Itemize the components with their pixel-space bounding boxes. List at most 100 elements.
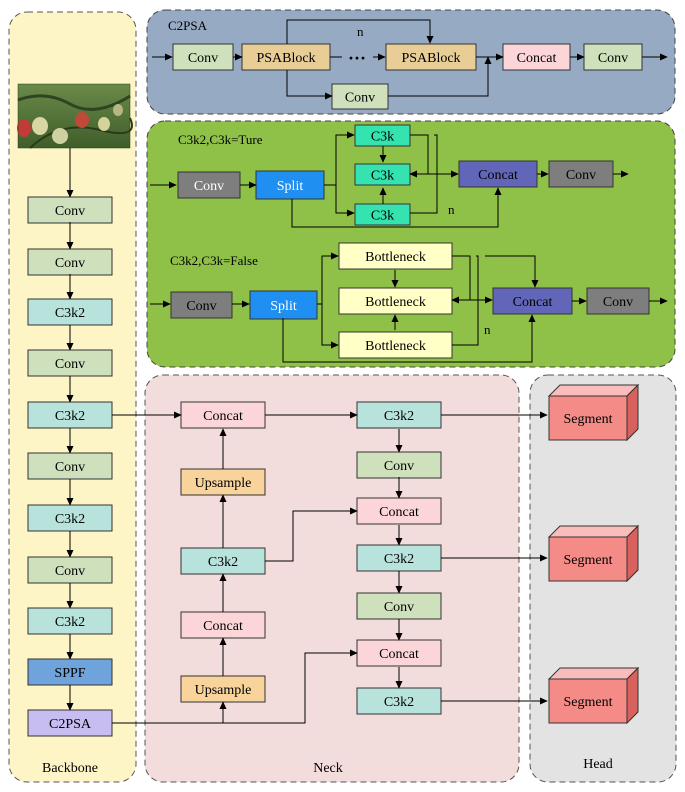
c3k2-true-c3k-3-label: C3k [371,209,394,224]
c3k2-true-title: C3k2,C3k=Ture [178,132,263,147]
neck-right-conv-block: Conv [356,592,442,620]
c2psa-ellipsis: ··· [348,48,366,68]
neck-right-c3k2-block: C3k2 [356,544,442,572]
neck-left-concat-block: Concat [180,401,266,429]
neck-right-conv-block-label: Conv [384,459,414,474]
neck-left-concat-block-label: Concat [203,619,243,634]
c3k2-true-repeat-label: n [448,202,455,217]
c3k2-false-conv-out-block-label: Conv [603,295,633,310]
c3k2-false-bottleneck-1-label: Bottleneck [365,250,426,265]
neck-left-upsample-block: Upsample [180,675,266,703]
neck-right-concat-block-label: Concat [379,505,419,520]
head-segment-block: Segment [547,524,640,583]
head-label: Head [583,757,613,772]
backbone-conv-block: Conv [27,452,113,480]
backbone-conv-block: Conv [27,196,113,224]
neck-panel [144,374,520,783]
c3k2-true-conv-out-block-label: Conv [566,168,596,183]
backbone-sppf-block: SPPF [27,658,113,686]
c3k2-true-conv-block-label: Conv [194,179,224,194]
c3k2-true-conv-block: Conv [177,171,241,199]
backbone-conv-block-label: Conv [55,564,85,579]
backbone-c3k2-block-label: C3k2 [55,615,85,630]
neck-right-c3k2-block: C3k2 [356,401,442,429]
neck-right-conv-block-label: Conv [384,600,414,615]
neck-right-c3k2-block: C3k2 [356,687,442,715]
neck-right-c3k2-block-label: C3k2 [384,695,414,710]
c2psa-arrows [152,19,668,100]
c3k2-false-arrows [150,252,668,363]
head-segment-block: Segment [547,383,640,442]
c3k2-true-split-block-label: Split [277,179,304,194]
backbone-c3k2-block-label: C3k2 [55,512,85,527]
backbone-sppf-block-label: SPPF [54,666,85,681]
c3k2-false-conv-out-block: Conv [586,287,650,315]
backbone-conv-block: Conv [27,248,113,276]
c3k2-true-concat-block-label: Concat [478,168,518,183]
neck-left-concat-block: Concat [180,611,266,639]
neck-right-concat-block: Concat [356,639,442,667]
c2psa-concat-block: Concat [502,43,571,71]
c3k2-false-concat-block: Concat [492,287,573,315]
c3k2-false-bottleneck-1: Bottleneck [338,242,453,270]
backbone-c3k2-block-label: C3k2 [55,409,85,424]
c3k2-true-c3k-1: C3k [354,124,411,147]
backbone-c3k2-block: C3k2 [27,607,113,635]
c2psa-title: C2PSA [168,18,208,33]
neck-right-concat-block-label: Concat [379,647,419,662]
backbone-c2psa-block-label: C2PSA [49,717,92,732]
c3k2-false-conv-block-label: Conv [186,299,216,314]
c3k2-false-bottleneck-2: Bottleneck [338,287,453,315]
c3k2-true-c3k-2: C3k [354,163,411,186]
backbone-c3k2-block: C3k2 [27,298,113,326]
c3k2-true-conv-out-block: Conv [548,160,614,188]
backbone-conv-block-label: Conv [55,256,85,271]
neck-arrows [112,411,548,724]
head-segment-label: Segment [564,553,613,568]
backbone-conv-block: Conv [27,556,113,584]
c2psa-concat-block-label: Concat [517,51,557,66]
c3k2-false-bottleneck-3-label: Bottleneck [365,339,426,354]
backbone-column: ConvConvC3k2ConvC3k2ConvC3k2ConvC3k2SPPF… [27,196,113,737]
backbone-c3k2-block: C3k2 [27,504,113,532]
neck-right-c3k2-block-label: C3k2 [384,552,414,567]
c3k2-false-split-block: Split [249,290,318,320]
c3k2-true-split-block: Split [255,170,325,200]
c3k2-false-split-block-label: Split [270,299,297,314]
c3k2-true-c3k-3: C3k [354,203,411,226]
c3k2-false-bottleneck-2-label: Bottleneck [365,295,426,310]
fruit-photo-icon [17,83,133,149]
c2psa-psablock-1: PSABlock [241,43,331,71]
backbone-conv-block-label: Conv [55,204,85,219]
backbone-c2psa-block: C2PSA [27,709,113,737]
head-segment-label: Segment [564,695,613,710]
neck-left-concat-block-label: Concat [203,409,243,424]
c3k2-false-title: C3k2,C3k=False [170,253,258,268]
head-segment-block: Segment [547,666,640,725]
c2psa-repeat-label: n [357,24,364,39]
head-segment-label: Segment [564,412,613,427]
neck-left-upsample-block: Upsample [180,468,266,496]
c3k2-false-repeat-label: n [484,322,491,337]
neck-left-c3k2-block-label: C3k2 [208,555,238,570]
backbone-c3k2-block: C3k2 [27,401,113,429]
c2psa-conv-in-block: Conv [172,43,234,71]
neck-right-concat-block: Concat [356,497,442,525]
c3k2-true-concat-block: Concat [458,160,538,188]
neck-label: Neck [313,761,343,776]
c2psa-psablock-2: PSABlock [385,43,477,71]
c2psa-conv-in-block-label: Conv [188,51,218,66]
neck-right-conv-block: Conv [356,451,442,479]
backbone-label: Backbone [42,761,98,776]
c3k2-true-c3k-2-label: C3k [371,169,394,184]
c3k2-false-conv-block: Conv [170,291,233,319]
c3k2-false-concat-block-label: Concat [513,295,553,310]
backbone-conv-block-label: Conv [55,357,85,372]
backbone-c3k2-block-label: C3k2 [55,306,85,321]
c3k2-true-arrows [150,131,629,228]
